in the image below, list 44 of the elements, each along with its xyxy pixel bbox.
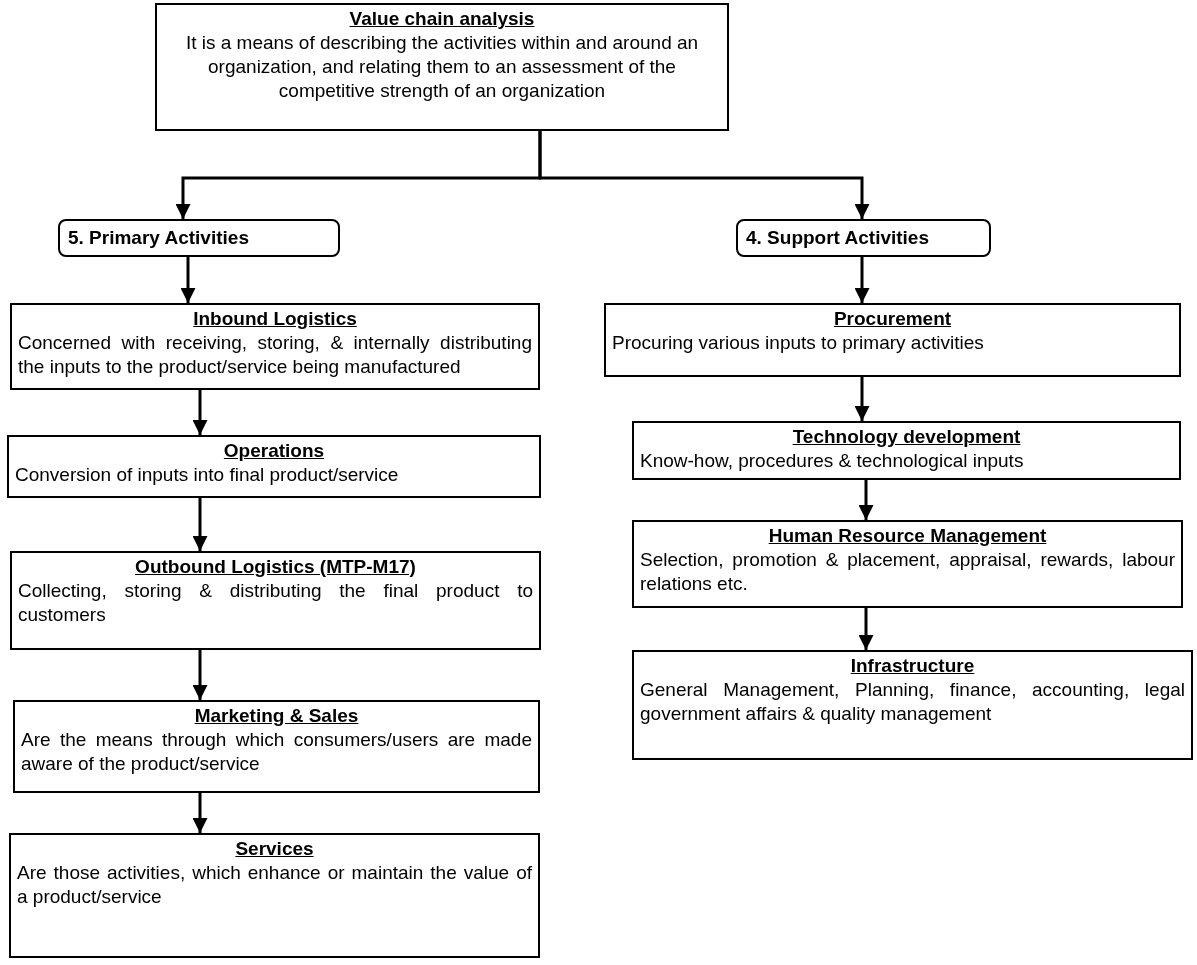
heading: Operations xyxy=(222,439,326,463)
process-box xyxy=(7,435,541,498)
heading: 4. Support Activities xyxy=(746,226,929,250)
heading: Value chain analysis xyxy=(348,7,536,31)
arrow xyxy=(192,793,208,833)
arrow xyxy=(858,480,874,520)
heading: Inbound Logistics xyxy=(192,307,358,331)
process-box xyxy=(604,303,1181,377)
heading: Infrastructure xyxy=(849,654,976,678)
process-box xyxy=(632,650,1193,760)
process-box xyxy=(632,520,1183,608)
process-box xyxy=(10,551,541,650)
description: Know-how, procedures & technological inputs xyxy=(640,449,1025,473)
heading: Marketing & Sales xyxy=(193,704,360,728)
arrow xyxy=(192,390,208,435)
heading: Procurement xyxy=(832,307,953,331)
arrow xyxy=(854,257,870,303)
description: General Management, Planning, finance, accounting, legal government affairs & quality management xyxy=(640,678,1185,726)
process-box xyxy=(155,3,729,131)
label-box xyxy=(58,219,340,257)
description: Concerned with receiving, storing, & internally distributing the inputs to the product/service being manufactured xyxy=(18,331,532,379)
process-box xyxy=(10,303,540,390)
description: Conversion of inputs into final product/service xyxy=(15,463,400,487)
arrow xyxy=(858,608,874,650)
heading: 5. Primary Activities xyxy=(68,226,249,250)
process-box xyxy=(13,700,540,793)
description: Are those activities, which enhance or maintain the value of a product/service xyxy=(17,861,532,909)
description: Are the means through which consumers/users are made aware of the product/service xyxy=(21,728,532,776)
heading: Services xyxy=(234,837,315,861)
description: Procuring various inputs to primary activities xyxy=(612,331,985,355)
process-box xyxy=(632,421,1181,480)
arrow xyxy=(192,498,208,551)
heading: Outbound Logistics (MTP-M17) xyxy=(134,555,417,579)
description: Selection, promotion & placement, appraisal, rewards, labour relations etc. xyxy=(640,548,1175,596)
arrow xyxy=(538,131,870,219)
label-box xyxy=(736,219,991,257)
process-box xyxy=(9,833,540,958)
description: It is a means of describing the activities within and around an organization, and relating them to an assessment of the competitive strength of an organization xyxy=(184,31,700,103)
arrow xyxy=(192,650,208,700)
heading: Technology development xyxy=(791,425,1022,449)
heading: Human Resource Management xyxy=(767,524,1048,548)
description: Collecting, storing & distributing the final product to customers xyxy=(18,579,533,627)
arrow xyxy=(854,377,870,421)
arrow xyxy=(180,257,196,303)
